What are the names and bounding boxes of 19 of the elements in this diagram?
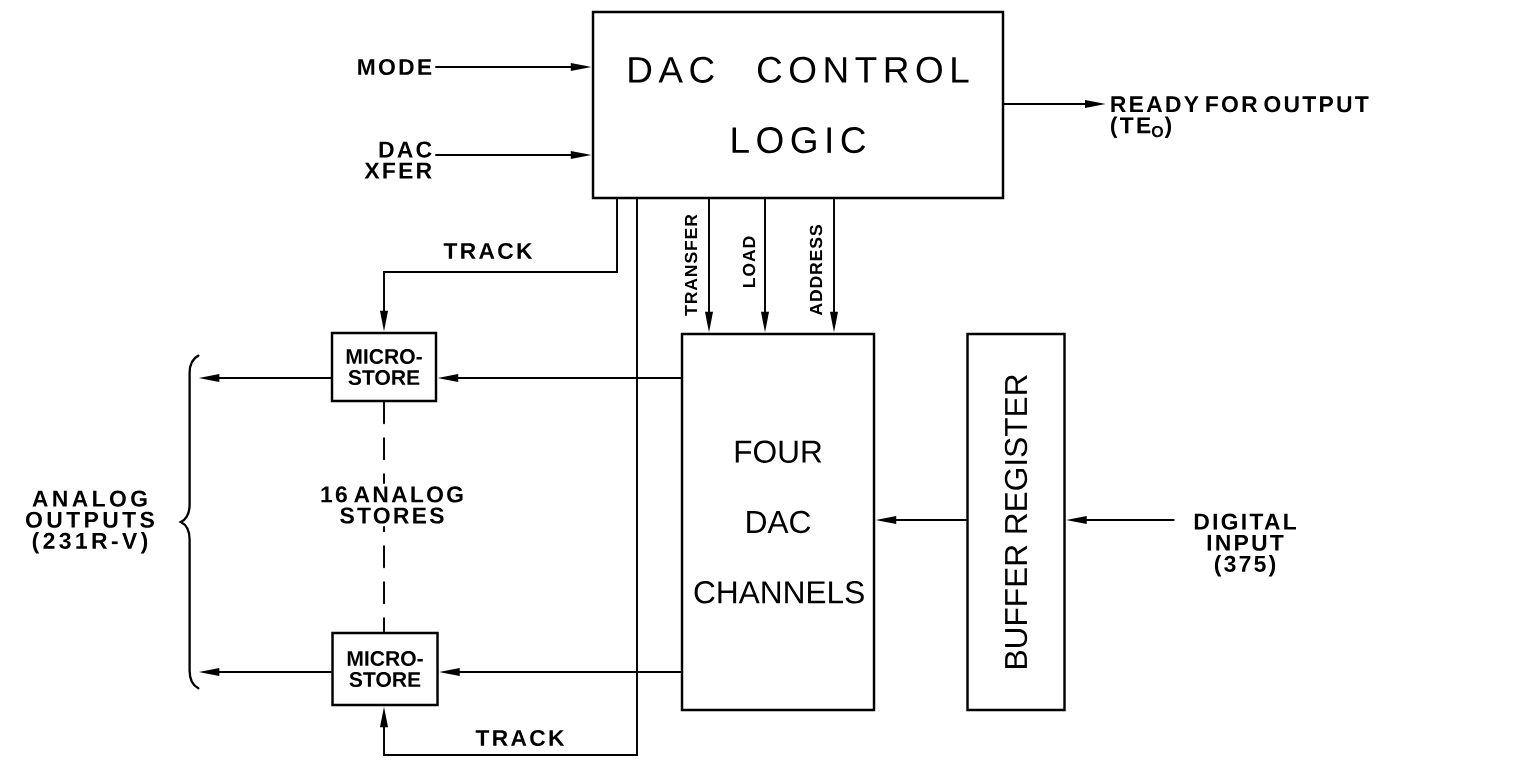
block-box: BUFFER REGISTER bbox=[966, 332, 1066, 712]
output-label: ANALOG OUTPUTS (231R-V) bbox=[26, 490, 154, 554]
edge-label: 16 ANALOG STORES bbox=[304, 483, 480, 527]
edge-label: TRACK bbox=[440, 240, 536, 262]
signal-label: READY FOR OUTPUT (TE$_{O}$) bbox=[1111, 96, 1369, 138]
block-box: DAC CONTROL LOGIC bbox=[591, 10, 1005, 200]
block-box: MICRO-STORE bbox=[331, 631, 439, 707]
block-box: MICRO-STORE bbox=[330, 331, 438, 403]
edge-label: TRACK bbox=[472, 727, 568, 749]
arrow bbox=[379, 198, 638, 756]
dashed-line bbox=[383, 401, 385, 633]
signal-label: DIGITAL INPUT (375) bbox=[1194, 513, 1296, 577]
block-box: FOUR DAC CHANNELS bbox=[680, 332, 876, 712]
signal-label: MODE bbox=[358, 58, 432, 76]
signal-label: DAC XFER bbox=[364, 141, 432, 179]
edge-label: TRANSFER bbox=[682, 211, 700, 319]
edge-label: LOAD bbox=[740, 233, 758, 291]
brace bbox=[179, 354, 200, 690]
edge-label: ADDRESS bbox=[807, 221, 825, 319]
